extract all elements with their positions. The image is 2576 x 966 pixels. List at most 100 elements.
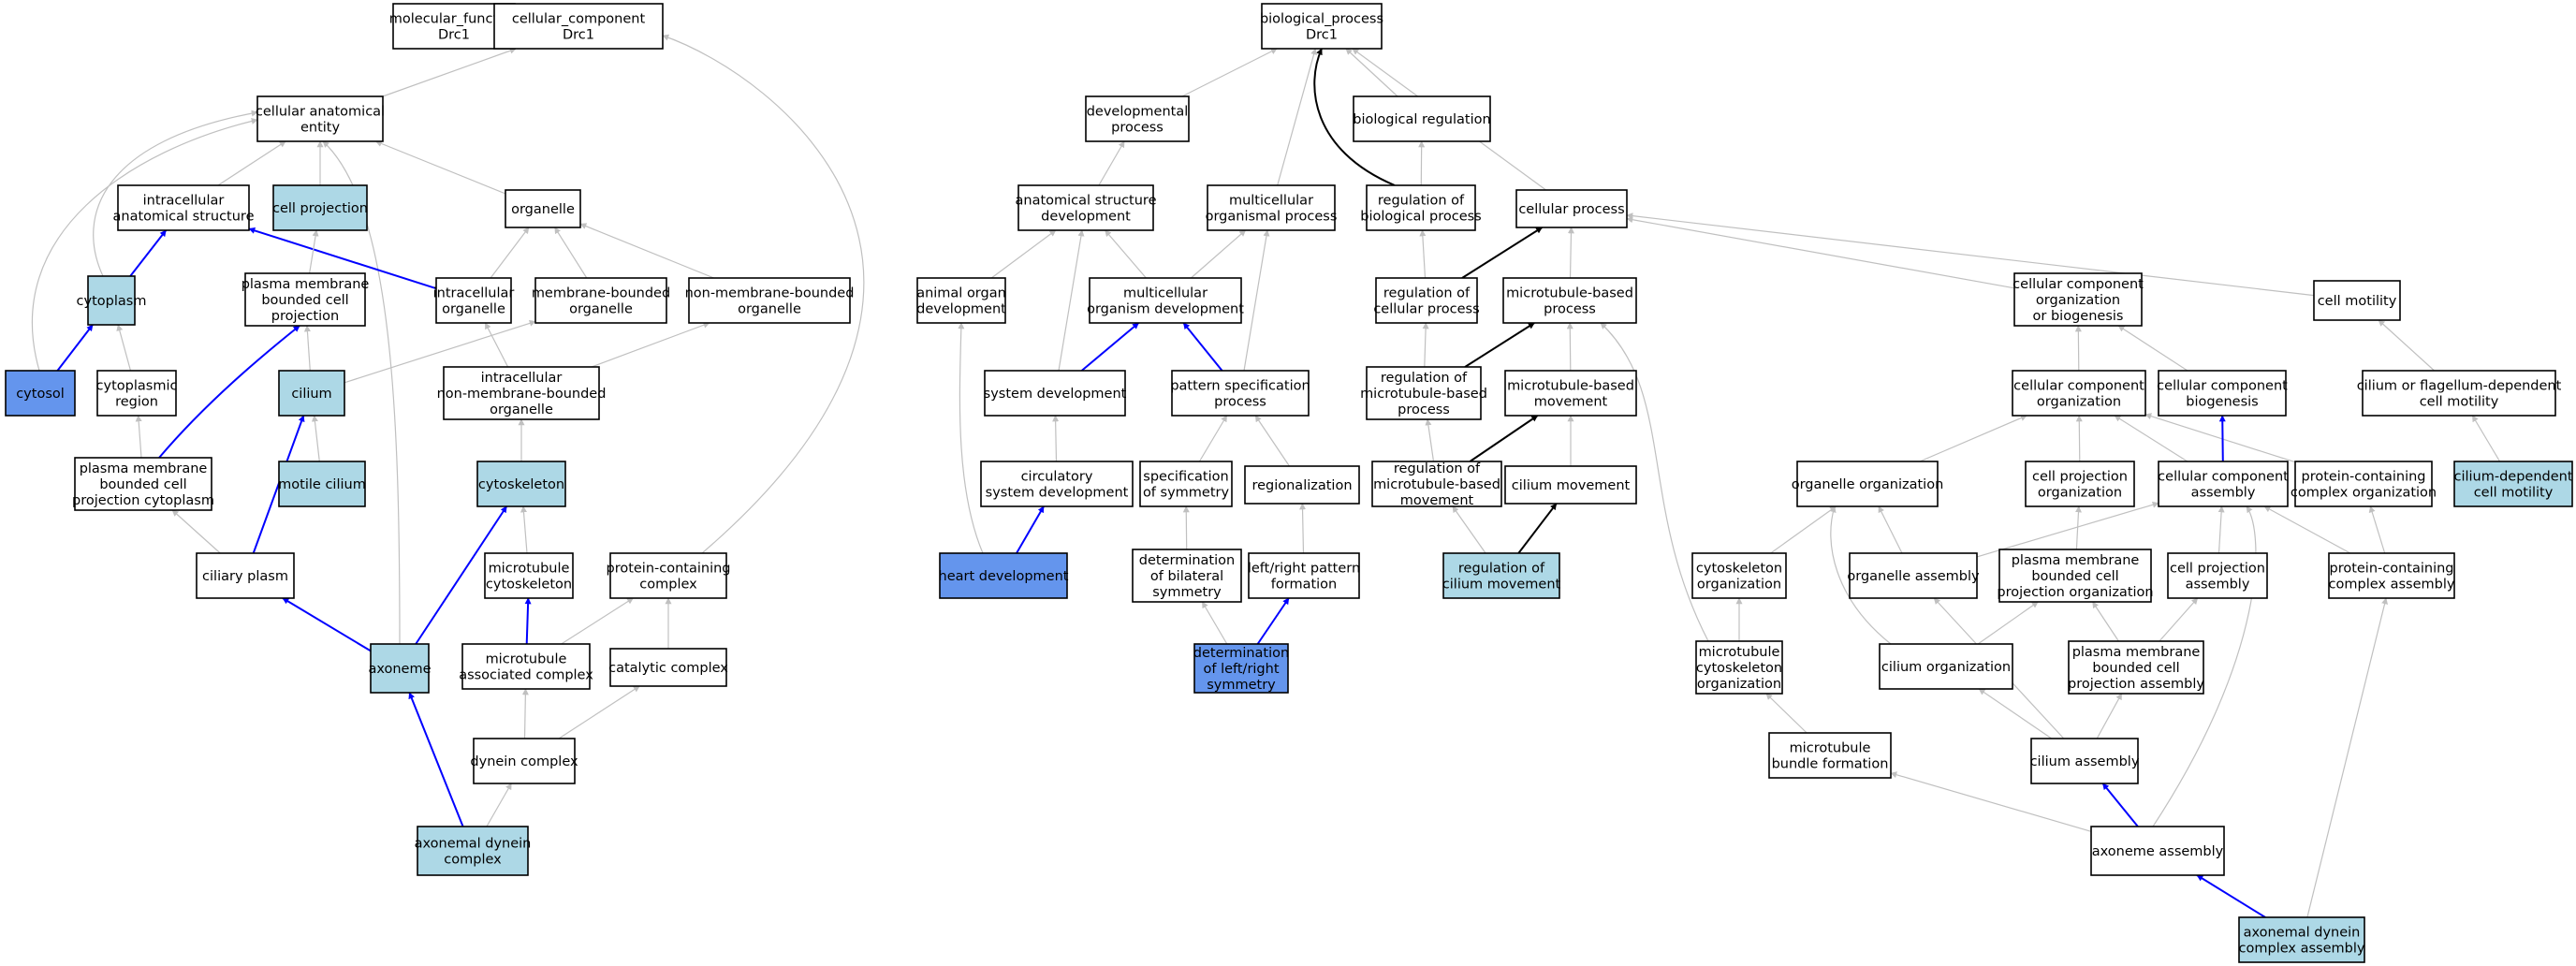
term-label-line: Drc1 (1306, 27, 1338, 42)
term-node-heartdev[interactable]: heart development (939, 552, 1069, 599)
term-node-cilium[interactable]: cilium (278, 370, 345, 417)
nodes-layer: molecular_functionDrc1cellular_component… (5, 3, 2573, 963)
edge-axasm-to-cilasm (2101, 783, 2139, 827)
term-node-cilasm[interactable]: cilium assembly (2030, 738, 2140, 784)
term-label-line: cell projection (2032, 469, 2128, 484)
term-label-line: multicellular (1123, 285, 1208, 300)
term-node-cytosol[interactable]: cytosol (5, 370, 76, 417)
term-node-orgorg[interactable]: organelle organization (1792, 461, 1944, 507)
term-label-line: organelle (738, 301, 801, 316)
edge-inmbo-to-intorg (484, 322, 509, 368)
term-node-cilorg[interactable]: cilium organization (1879, 643, 2013, 690)
term-box (443, 366, 600, 420)
term-node-axoneme[interactable]: axoneme (368, 643, 432, 694)
term-label-line: intracellular (481, 371, 563, 386)
edge-pmbcpo-to-cpo (2074, 505, 2082, 550)
term-box (980, 461, 1134, 507)
term-node-cilmov[interactable]: cilium movement (1504, 465, 1637, 505)
term-label-line: heart development (939, 569, 1069, 584)
term-label-line: cytoskeleton (1696, 661, 1782, 676)
edge-mac-to-mtcsk (524, 597, 532, 645)
edge-intorg-to-ias (248, 227, 437, 290)
term-label-line: process (1111, 120, 1164, 135)
edge-cilorg-to-orgorg (1829, 505, 1892, 645)
term-label-line: microtubule (1790, 740, 1871, 755)
term-label-line: organization (1697, 577, 1781, 592)
term-node-cytoplasm[interactable]: cytoplasm (77, 275, 147, 326)
term-node-cmot[interactable]: cell motility (2313, 280, 2401, 321)
term-node-motcil[interactable]: motile cilium (278, 461, 366, 507)
term-box (1998, 549, 2152, 603)
term-box (2313, 280, 2401, 321)
term-node-dync[interactable]: dynein complex (470, 738, 578, 784)
edge-mop-to-bp (1277, 48, 1317, 186)
term-label-line: bounded cell (261, 293, 348, 308)
term-node-organelle[interactable]: organelle (505, 189, 581, 228)
term-node-cilplasm[interactable]: ciliary plasm (196, 552, 295, 599)
term-label-line: cytoplasmic (96, 378, 178, 393)
term-label-line: cellular anatomical (256, 104, 385, 119)
term-node-regionalization[interactable]: regionalization (1244, 465, 1360, 505)
term-node-cytosk[interactable]: cytoskeleton (476, 461, 566, 507)
term-node-orgasm[interactable]: organelle assembly (1847, 552, 1980, 599)
term-label-line: assembly (2186, 577, 2250, 592)
term-node-cproj[interactable]: cell projection (272, 184, 368, 231)
term-node-cellp[interactable]: cellular process (1515, 189, 1628, 228)
edge-axasm-to-mbf (1890, 771, 2092, 832)
term-node-sysdev[interactable]: system development (984, 370, 1127, 417)
term-node-axasm[interactable]: axoneme assembly (2090, 826, 2225, 876)
term-node-catc[interactable]: catalytic complex (608, 648, 728, 687)
term-node-inmbo[interactable]: intracellularnon-membrane-boundedorganel… (437, 366, 607, 420)
term-node-bioreg[interactable]: biological regulation (1353, 95, 1491, 142)
term-label-line: organelle (490, 402, 553, 417)
